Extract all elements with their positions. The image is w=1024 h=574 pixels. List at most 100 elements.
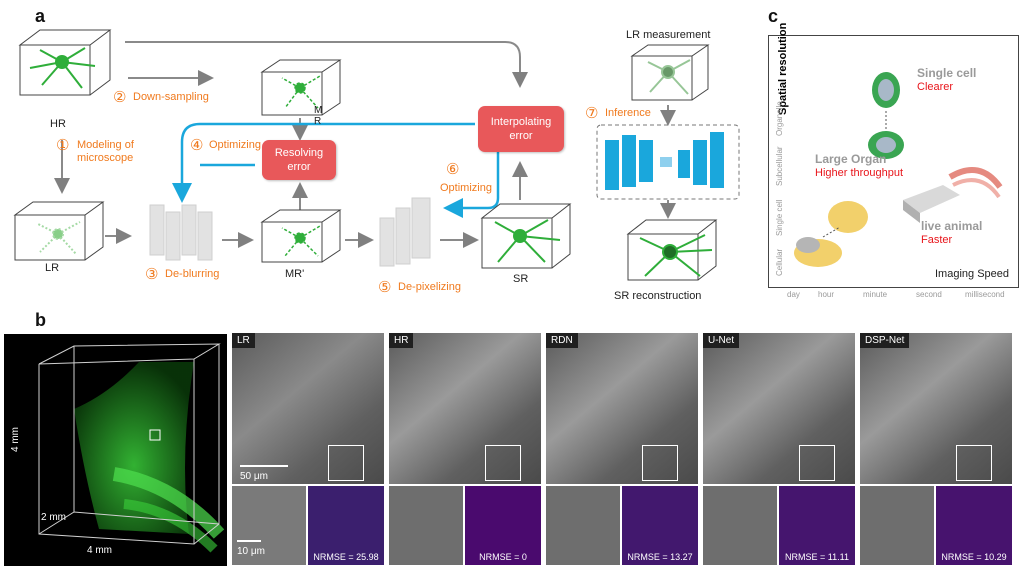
column-label-rdn: RDN bbox=[546, 333, 578, 348]
x-tick-0: day bbox=[787, 290, 800, 299]
lr-cube bbox=[13, 201, 105, 261]
error-map-dspnet: NRMSE = 10.29 bbox=[936, 486, 1012, 565]
x-tick-1: hour bbox=[818, 290, 835, 299]
inset-rdn bbox=[546, 486, 620, 565]
step1-number: ① bbox=[56, 137, 70, 154]
nrmse-dspnet: NRMSE = 10.29 bbox=[941, 552, 1007, 562]
hr-label: HR bbox=[50, 118, 66, 130]
neuron-hr bbox=[29, 47, 96, 89]
step2-label: Down-sampling bbox=[133, 91, 209, 103]
mr-label: M R bbox=[314, 105, 323, 127]
step2-number: ② bbox=[113, 89, 127, 106]
panel-c-frame bbox=[768, 35, 1019, 288]
volume-render bbox=[4, 334, 227, 566]
inset-lr: 10 μm bbox=[232, 486, 306, 565]
nrmse-rdn: NRMSE = 13.27 bbox=[627, 552, 693, 562]
deblur-network bbox=[149, 204, 213, 261]
step6-label: Optimizing bbox=[440, 182, 492, 194]
lr-label: LR bbox=[45, 262, 60, 274]
x-tick-4: millisecond bbox=[965, 290, 1005, 299]
mr-prime-label: MR' bbox=[285, 268, 305, 280]
panel-a-letter: a bbox=[35, 6, 46, 26]
sr-reconstruction-cube bbox=[626, 219, 718, 281]
panel-a-arrows bbox=[13, 29, 740, 281]
resolving-error-box: Resolving error bbox=[262, 140, 336, 180]
neuron-sr bbox=[494, 219, 561, 263]
higher-throughput-label: Higher throughput bbox=[815, 167, 904, 179]
inference-network bbox=[605, 132, 724, 190]
inset-box-dspnet bbox=[956, 445, 992, 481]
faster-label: Faster bbox=[921, 234, 953, 246]
neuron-mrp bbox=[281, 225, 321, 257]
live-animal-label: live animal bbox=[921, 219, 983, 233]
interpolating-error-box: Interpolating error bbox=[478, 106, 564, 152]
nrmse-hr: NRMSE = 0 bbox=[479, 552, 527, 562]
mr-cube bbox=[260, 59, 342, 116]
inset-unet bbox=[703, 486, 777, 565]
inset-box-hr bbox=[485, 445, 521, 481]
y-tick-2: Subcellular bbox=[775, 146, 784, 186]
inference-box bbox=[596, 124, 740, 200]
depixel-network bbox=[379, 197, 431, 267]
mrp-cube bbox=[260, 209, 342, 263]
neuron-sr-reconstruction bbox=[639, 234, 713, 277]
panel-c-letter: c bbox=[768, 6, 779, 26]
volume-y-label: 2 mm bbox=[41, 512, 66, 523]
nrmse-unet: NRMSE = 11.11 bbox=[785, 552, 849, 562]
step5-number: ⑤ bbox=[378, 279, 392, 296]
column-label-unet: U-Net bbox=[703, 333, 740, 348]
scale-bar-inset bbox=[237, 540, 261, 542]
column-label-dspnet: DSP-Net bbox=[860, 333, 910, 348]
inset-box-rdn bbox=[642, 445, 678, 481]
micrograph-dspnet: DSP-Net bbox=[860, 333, 1012, 484]
panel-c-illustrations bbox=[794, 72, 1003, 267]
sr-reconstruction-label: SR reconstruction bbox=[614, 290, 702, 302]
step7-number: ⑦ bbox=[585, 105, 599, 122]
neuron-mr bbox=[281, 75, 321, 109]
scale-main-label: 50 μm bbox=[240, 471, 268, 482]
inset-hr bbox=[389, 486, 463, 565]
step7-label: Inference bbox=[605, 107, 651, 119]
sr-label: SR bbox=[513, 273, 529, 285]
error-map-lr: NRMSE = 25.98 bbox=[308, 486, 384, 565]
step4-number: ④ bbox=[190, 137, 204, 154]
sr-cube bbox=[480, 203, 572, 269]
scale-inset-label: 10 μm bbox=[237, 546, 265, 557]
step5-label: De-pixelizing bbox=[398, 281, 461, 293]
x-axis-label: Imaging Speed bbox=[935, 268, 1009, 280]
inset-box-lr bbox=[328, 445, 364, 481]
x-tick-2: minute bbox=[863, 290, 888, 299]
micrograph-hr: HR bbox=[389, 333, 541, 484]
micrograph-lr: LR 50 μm bbox=[232, 333, 384, 484]
large-organ-label: Large Organ bbox=[815, 152, 887, 166]
scale-bar-main bbox=[240, 465, 288, 467]
lr-measurement-cube bbox=[630, 44, 710, 101]
y-tick-3: Organelle bbox=[775, 101, 784, 136]
x-tick-3: second bbox=[916, 290, 942, 299]
error-map-hr: NRMSE = 0 bbox=[465, 486, 541, 565]
step1-label: Modeling of microscope bbox=[77, 139, 134, 164]
lr-measurement-label: LR measurement bbox=[626, 29, 711, 41]
neuron-lr bbox=[37, 221, 81, 255]
y-tick-0: Cellular bbox=[775, 248, 784, 276]
volume-x-label: 4 mm bbox=[87, 545, 112, 556]
step3-number: ③ bbox=[145, 266, 159, 283]
step4-label: Optimizing bbox=[209, 139, 261, 151]
micrograph-rdn: RDN bbox=[546, 333, 698, 484]
error-map-rdn: NRMSE = 13.27 bbox=[622, 486, 698, 565]
inset-box-unet bbox=[799, 445, 835, 481]
y-tick-1: Single cell bbox=[775, 199, 784, 236]
neuron-lr-measurement bbox=[647, 59, 691, 95]
hr-cube bbox=[18, 29, 112, 96]
step6-number: ⑥ bbox=[446, 161, 460, 178]
micrograph-unet: U-Net bbox=[703, 333, 855, 484]
clearer-label: Clearer bbox=[917, 81, 954, 93]
error-map-unet: NRMSE = 11.11 bbox=[779, 486, 855, 565]
column-label-lr: LR bbox=[232, 333, 255, 348]
inset-dspnet bbox=[860, 486, 934, 565]
single-cell-label: Single cell bbox=[917, 66, 977, 80]
step3-label: De-blurring bbox=[165, 268, 220, 280]
panel-b-letter: b bbox=[35, 310, 46, 330]
nrmse-lr: NRMSE = 25.98 bbox=[313, 552, 379, 562]
volume-z-label: 4 mm bbox=[10, 427, 21, 452]
